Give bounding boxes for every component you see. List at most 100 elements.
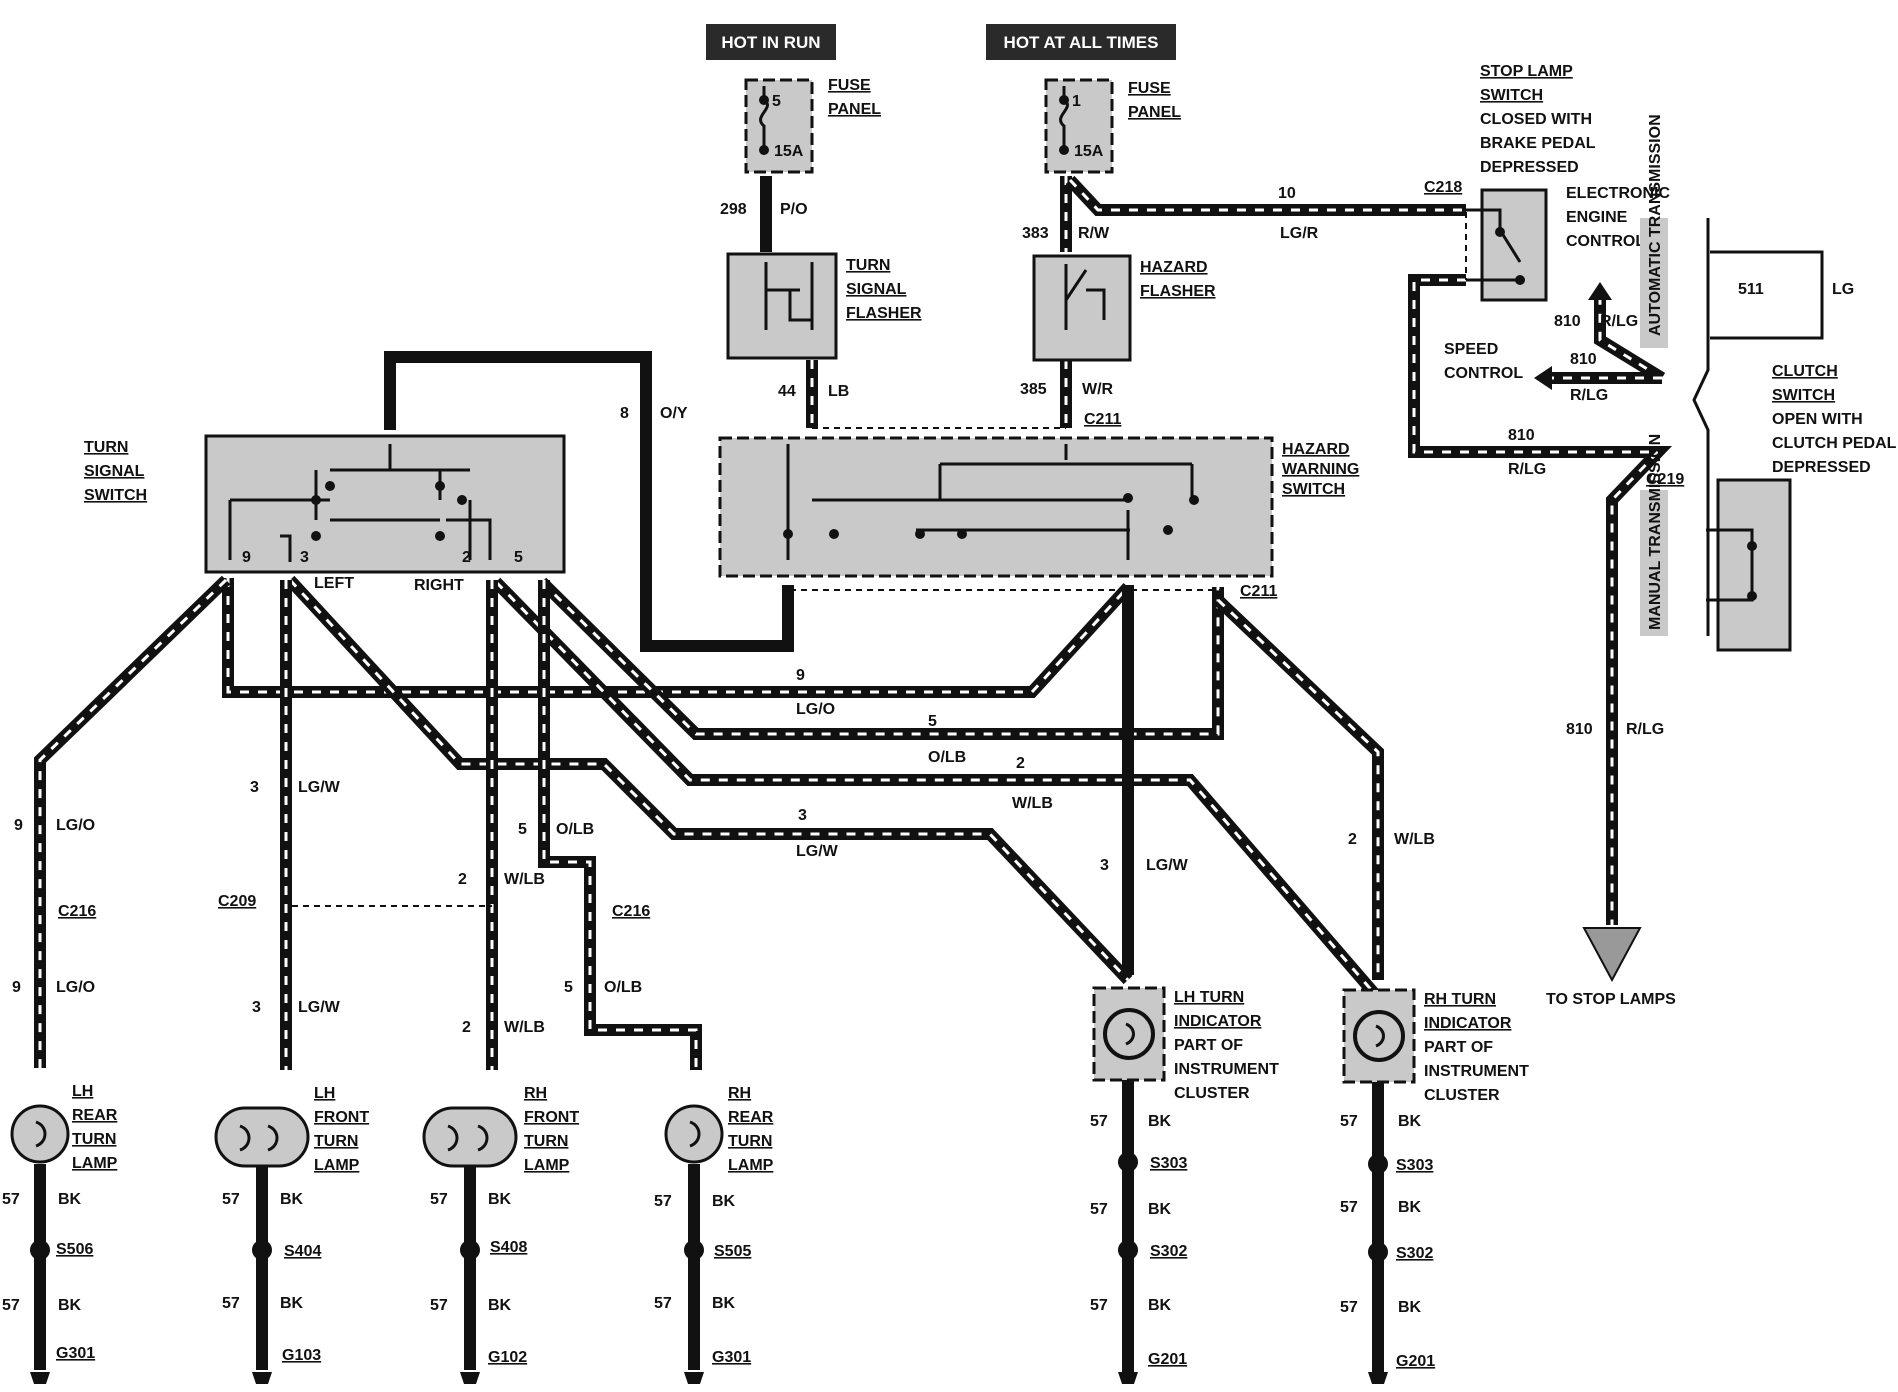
lamps-lh-front-l3-label: TURN [314,1133,358,1150]
indicators-lh-w2-label: 57 [1090,1201,1108,1218]
wires-rhi2c-label: W/LB [1394,831,1435,848]
headers-hot-at-all-times-label: HOT AT ALL TIMES [1004,33,1159,52]
indicators-rh-l3-label: PART OF [1424,1039,1493,1056]
fuse2-amps-label: 15A [1074,143,1104,160]
connectors-c211b-label: C211 [1240,583,1277,600]
clutch-switch-l5-label: DEPRESSED [1772,459,1871,476]
wires-lf3a-label: 3 [250,779,259,796]
stop-lamp-switch [1465,188,1548,302]
hazard-switch-l3-label: SWITCH [1282,481,1345,498]
wire-3-harness [285,575,1133,985]
wires-r-lg-c-label: R/LG [1508,461,1546,478]
wires-r-lg-d-label: R/LG [1626,721,1664,738]
turn-signal-flasher-l3-label: FLASHER [846,305,922,322]
connectors-c211a-label: C211 [1084,411,1121,428]
wires-h9-label: 9 [796,667,805,684]
wires-r-w-label: R/W [1078,225,1110,242]
indicators-rh-s2-label: S302 [1396,1245,1433,1262]
wires-w810b-label: 810 [1570,351,1597,368]
indicators-rh-l2-label: INDICATOR [1424,1015,1512,1032]
lamps-lh-front-ground-label: G103 [282,1347,321,1364]
lamps-lh-rear-c2-label: BK [58,1297,82,1314]
lh-rear-turn-lamp [10,1104,70,1384]
indicators-lh-c1-label: BK [1148,1113,1172,1130]
wires [34,175,1824,1070]
hazard-flasher: HAZARD FLASHER [1032,254,1216,362]
turn-signal-switch-l3-label: SWITCH [84,487,147,504]
wires-h9c-label: LG/O [796,701,835,718]
wires-h2-label: 2 [1016,755,1025,772]
indicators-lh-w3-label: 57 [1090,1297,1108,1314]
lamps-rh-rear-ground-label: G301 [712,1349,751,1366]
wires-w810d-label: 810 [1566,721,1593,738]
wires-p-o-label: P/O [780,201,808,218]
lamps-lh-rear-l1-label: LH [72,1083,93,1100]
clutch-switch-l2-label: SWITCH [1772,387,1835,404]
lamps-lh-rear-ground-label: G301 [56,1345,95,1362]
to-stop-lamps-arrow [1582,927,1642,983]
indicators-lh-l3-label: PART OF [1174,1037,1243,1054]
connectors-c216a-label: C216 [58,903,96,920]
indicators-rh-w1-label: 57 [1340,1113,1358,1130]
indicators-lh-s1-label: S303 [1150,1155,1187,1172]
wires-lf3b-label: 3 [252,999,261,1016]
wires-rr5b-label: 5 [564,979,573,996]
wires-lb-label: LB [828,383,849,400]
turn-signal-switch-p2-label: 2 [462,549,471,566]
eec-l3-label: CONTROL [1566,233,1645,250]
lamps-rh-rear-l3-label: TURN [728,1133,772,1150]
wires-h5c-label: O/LB [928,749,966,766]
hot-in-run-header: HOT IN RUN [706,24,836,60]
lamps-lh-front-w2-label: 57 [222,1295,240,1312]
fuse1-num-label: 5 [772,93,781,110]
hazard-switch-l2-label: WARNING [1282,461,1359,478]
wires-o-y-label: O/Y [660,405,688,422]
stop-lamp-switch-l5-label: DEPRESSED [1480,159,1579,176]
wires-rf2ac-label: W/LB [504,871,545,888]
wires-lr9bc-label: LG/O [56,979,95,996]
lh-front-turn-lamp [214,1106,310,1384]
lamps-lh-front-l2-label: FRONT [314,1109,369,1126]
turn-signal-switch-p9-label: 9 [242,549,251,566]
indicators-rh-l1-label: RH TURN [1424,991,1496,1008]
fuse1-amps-label: 15A [774,143,804,160]
lamps-rh-front-w1-label: 57 [430,1191,448,1208]
wires-lg-label: LG [1832,281,1854,298]
wires-w810a-label: 810 [1554,313,1581,330]
wires-w44-label: 44 [778,383,796,400]
clutch-switch-l1-label: CLUTCH [1772,363,1838,380]
turn-signal-switch-p3-label: 3 [300,549,309,566]
turn-signal-switch-right-label: RIGHT [414,577,464,594]
lamps-lh-rear-w1-label: 57 [2,1191,20,1208]
fuse-panel-run: 5 15A FUSE PANEL [744,77,881,174]
lamps-lh-front-c2-label: BK [280,1295,304,1312]
hazard-flasher-l2-label: FLASHER [1140,283,1216,300]
speed-control-l2-label: CONTROL [1444,365,1523,382]
lamps-lh-rear-l4-label: LAMP [72,1155,118,1172]
wires-w10-label: 10 [1278,185,1296,202]
turn-signal-flasher-l2-label: SIGNAL [846,281,907,298]
wires-rf2b-label: 2 [462,1019,471,1036]
indicators-rh-c3-label: BK [1398,1299,1422,1316]
lamps-rh-rear-l4-label: LAMP [728,1157,774,1174]
indicators-rh-w2-label: 57 [1340,1199,1358,1216]
lamps-lh-rear-w2-label: 57 [2,1297,20,1314]
hot-at-all-times-header: HOT AT ALL TIMES [986,24,1176,60]
stop-lamp-switch-l2-label: SWITCH [1480,87,1543,104]
wires-h3c-label: LG/W [796,843,839,860]
wires-rf2bc-label: W/LB [504,1019,545,1036]
wires-rr5bc-label: O/LB [604,979,642,996]
wires-w8-label: 8 [620,405,629,422]
wires-lr9a-label: 9 [14,817,23,834]
lamps-rh-front-l3-label: TURN [524,1133,568,1150]
stop-lamp-switch-l3-label: CLOSED WITH [1480,111,1592,128]
lamps-rh-front-ground-label: G102 [488,1349,527,1366]
connectors-c216b-label: C216 [612,903,650,920]
wires-w383-label: 383 [1022,225,1049,242]
wires-lhi3-label: 3 [1100,857,1109,874]
lamps-rh-front-l4-label: LAMP [524,1157,570,1174]
connectors-c218-label: C218 [1424,179,1462,196]
lamps-lh-front-l1-label: LH [314,1085,335,1102]
eec-l2-label: ENGINE [1566,209,1628,226]
